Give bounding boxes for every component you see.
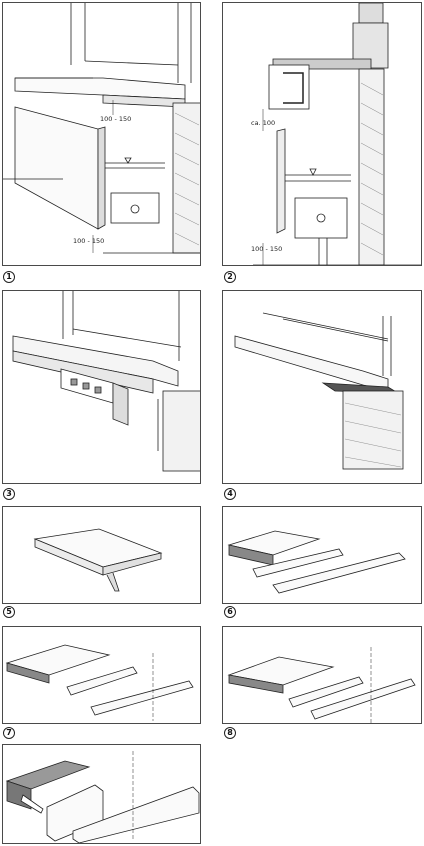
figure-1-number: 1 xyxy=(3,271,15,283)
figure-5-drawing xyxy=(33,528,163,592)
figure-3-number: 3 xyxy=(3,488,15,500)
figure-3-drawing xyxy=(12,291,200,472)
figure-7-number: 7 xyxy=(3,727,15,739)
figure-4-drawing xyxy=(234,312,404,470)
figure-8-drawing xyxy=(227,647,416,723)
figure-1-dimension-top: 100 - 150 xyxy=(100,115,132,123)
figure-8-number: 8 xyxy=(224,727,236,739)
figure-2-dimension-top: ca. 100 xyxy=(251,119,276,127)
figure-6-number: 6 xyxy=(224,606,236,618)
figure-1-dimension-bottom: 100 - 150 xyxy=(73,237,105,245)
figure-8-panel xyxy=(222,626,422,724)
figure-5-panel xyxy=(2,506,201,604)
figure-5-number: 5 xyxy=(3,606,15,618)
figure-2-dimension-bottom: 100 - 150 xyxy=(251,245,283,253)
figure-2-panel: ca. 100 100 - 150 xyxy=(222,2,422,266)
figure-9-drawing xyxy=(5,751,200,843)
figure-2-number: 2 xyxy=(224,271,236,283)
figure-7-drawing xyxy=(5,644,194,721)
figure-6-panel xyxy=(222,506,422,604)
figure-9-panel xyxy=(2,744,201,844)
figure-2-drawing xyxy=(253,3,421,265)
figure-4-number: 4 xyxy=(224,488,236,500)
figure-7-panel xyxy=(2,626,201,724)
figure-4-panel xyxy=(222,290,422,484)
figure-1-panel: 100 - 150 100 - 150 xyxy=(2,2,201,266)
figure-1-drawing xyxy=(3,3,200,254)
figure-6-drawing xyxy=(227,530,406,594)
figure-3-panel xyxy=(2,290,201,484)
